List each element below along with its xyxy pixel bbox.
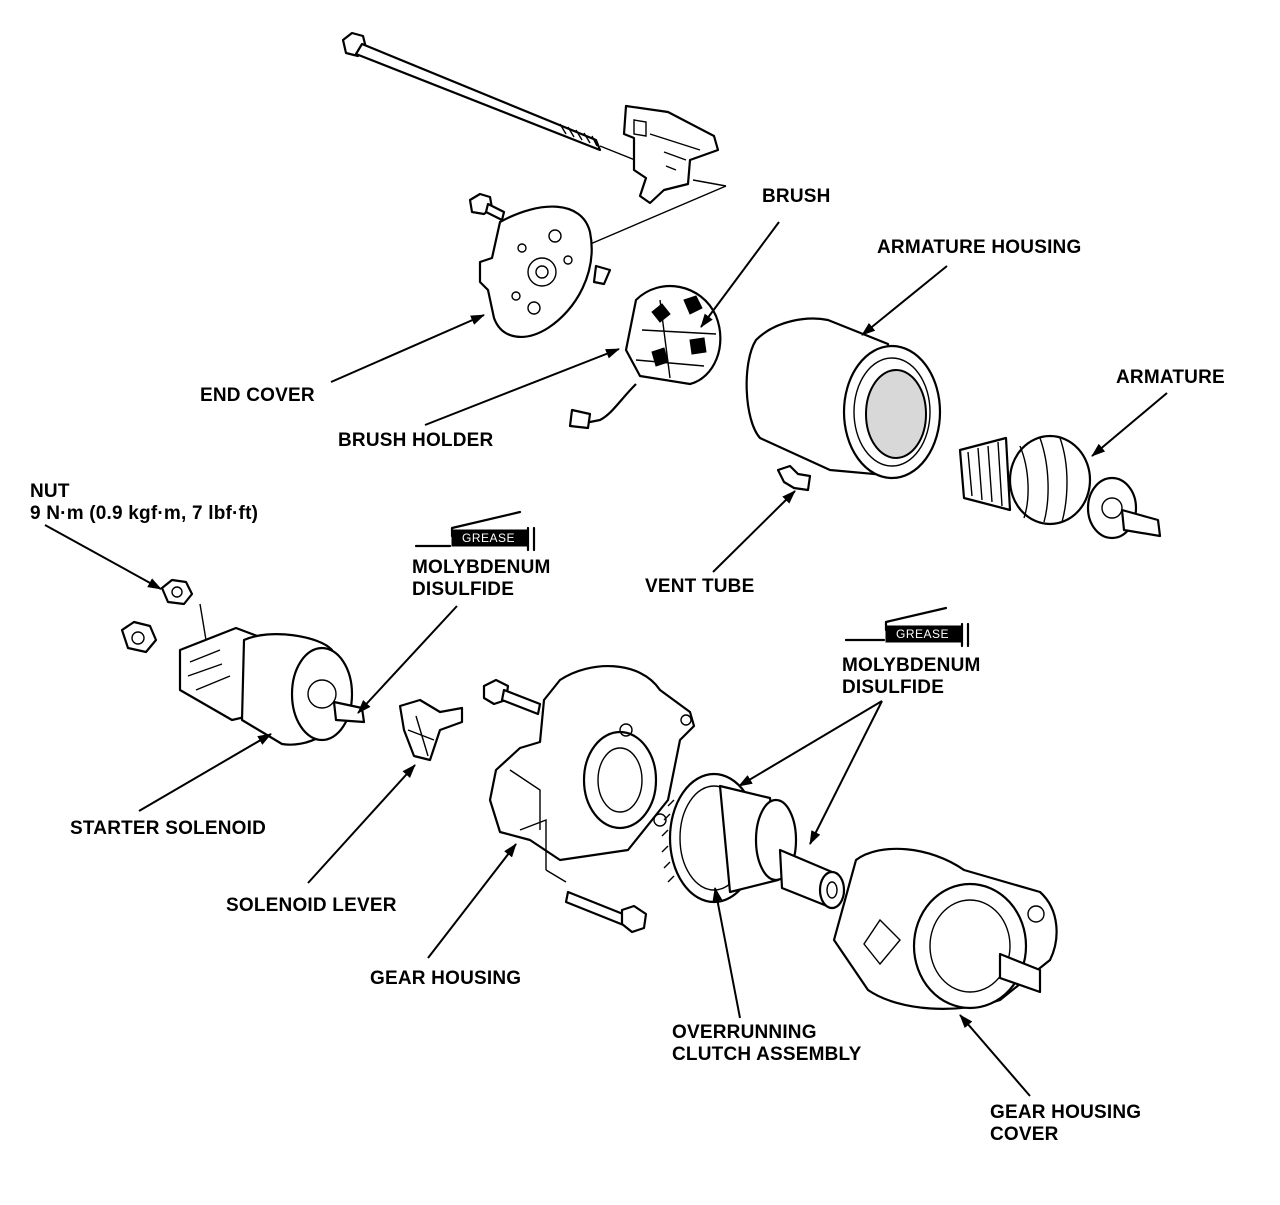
label-armature-housing: ARMATURE HOUSING (877, 237, 1082, 258)
armature-housing-part (745, 317, 942, 480)
label-molybdenum-2: MOLYBDENUM (842, 655, 981, 676)
gear-housing-bolt-upper (482, 678, 542, 716)
label-vent-tube: VENT TUBE (645, 576, 755, 597)
label-cover: COVER (990, 1124, 1059, 1145)
grease-badge: GREASE (458, 530, 520, 546)
through-bolt (341, 31, 651, 167)
label-end-cover: END COVER (200, 385, 315, 406)
gear-housing-part (488, 665, 696, 883)
label-gear-housing: GEAR HOUSING (370, 968, 522, 989)
label-starter-solenoid: STARTER SOLENOID (70, 818, 267, 839)
grease-badge: GREASE (892, 626, 954, 642)
label-brush-holder: BRUSH HOLDER (338, 430, 494, 451)
vent-tube-part (776, 464, 812, 492)
leader-lines (44, 221, 1168, 1097)
armature-part (958, 434, 1162, 540)
label-disulfide-2: DISULFIDE (842, 677, 945, 698)
brush-holder-part (568, 285, 722, 430)
label-molybdenum-1: MOLYBDENUM (412, 557, 551, 578)
label-clutch-assembly: CLUTCH ASSEMBLY (672, 1044, 862, 1065)
label-overrunning: OVERRUNNING (672, 1022, 817, 1043)
end-cover-part (478, 205, 612, 338)
label-disulfide-1: DISULFIDE (412, 579, 515, 600)
label-armature: ARMATURE (1116, 367, 1225, 388)
bracket (587, 104, 727, 246)
gear-housing-bolt-lower (564, 890, 648, 934)
solenoid-lever-part (398, 698, 464, 762)
label-brush: BRUSH (762, 186, 831, 207)
starter-solenoid-part (178, 603, 366, 746)
label-gear-housing-cover: GEAR HOUSING (990, 1102, 1142, 1123)
gear-housing-cover-part (832, 847, 1058, 1010)
label-nut-torque: 9 N·m (0.9 kgf·m, 7 lbf·ft) (30, 503, 259, 524)
overrunning-clutch-part (661, 772, 846, 910)
label-nut-title: NUT (30, 481, 70, 502)
label-solenoid-lever: SOLENOID LEVER (226, 895, 397, 916)
nut-parts (120, 578, 194, 654)
end-cover-screw (468, 192, 506, 222)
